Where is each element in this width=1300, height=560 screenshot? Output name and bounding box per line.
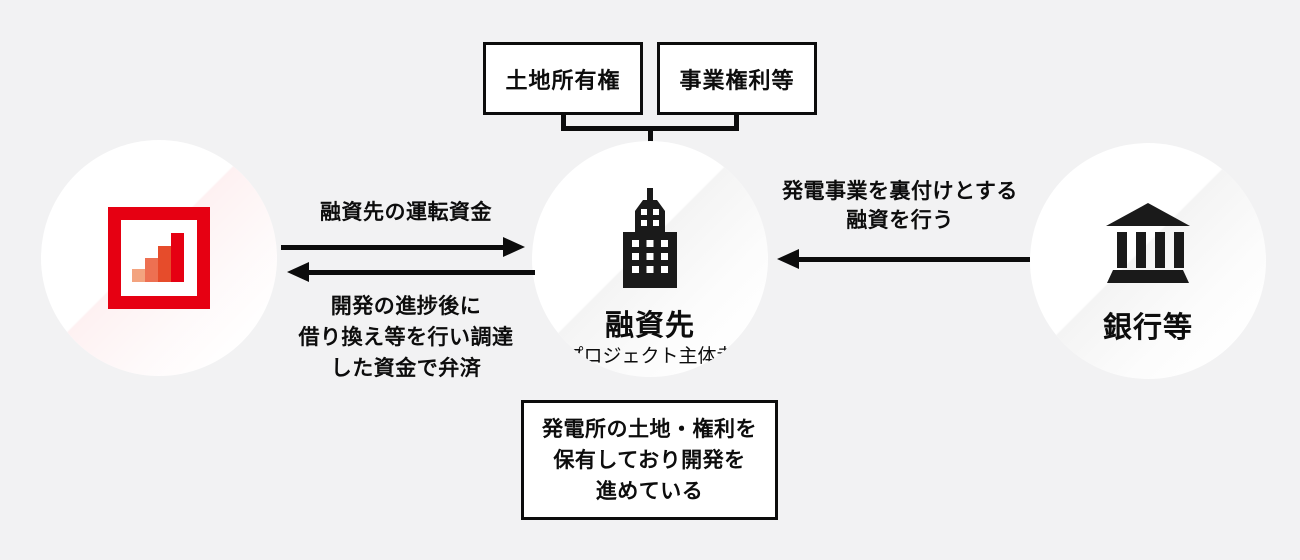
bar-chart-logo-icon: [108, 207, 210, 309]
note-line: 発電所の土地・権利を: [542, 417, 757, 441]
logo-bars: [132, 233, 184, 282]
arrow-financing-head: [777, 249, 799, 269]
connector-stub-right: [734, 112, 739, 131]
arrow-repayment-shaft: [307, 270, 535, 275]
logo-bar: [158, 246, 171, 282]
connector-stub-left: [561, 112, 566, 131]
flow-label-working-capital: 融資先の運転資金: [320, 201, 492, 224]
arrow-working-capital-head: [503, 237, 525, 257]
node-borrower-title: 融資先: [604, 310, 695, 342]
asset-box-land-ownership: 土地所有権: [483, 42, 643, 115]
note-line: 進めている: [595, 479, 704, 503]
asset-box-land-label: 土地所有権: [505, 67, 621, 93]
asset-box-rights-label: 事業権利等: [679, 67, 795, 93]
logo-bar: [145, 258, 158, 282]
arrow-financing-shaft: [797, 257, 1030, 262]
connector-drop: [648, 126, 653, 147]
logo-bar: [132, 269, 145, 282]
node-bank-title: 銀行等: [1102, 312, 1193, 344]
note-box: 発電所の土地・権利を 保有しており開発を 進めている: [521, 400, 778, 520]
asset-box-business-rights: 事業権利等: [657, 42, 817, 115]
building-icon: [623, 188, 677, 288]
flow-label-financing: 発電事業を裏付けとする 融資を行う: [782, 180, 1018, 232]
node-borrower-subtitle: （プロジェクト主体者）: [545, 346, 755, 367]
logo-bar: [171, 233, 184, 282]
flow-label-repayment: 開発の進捗後に 借り換え等を行い調達 した資金で弁済: [298, 295, 514, 380]
node-borrower-circle: 融資先 （プロジェクト主体者）: [532, 141, 768, 377]
node-company-circle: [41, 140, 277, 376]
node-bank-circle: 銀行等: [1030, 143, 1266, 379]
arrow-repayment-head: [287, 262, 309, 282]
bank-icon: [1106, 203, 1190, 283]
arrow-working-capital-shaft: [281, 245, 505, 250]
note-line: 保有しており開発を: [553, 448, 746, 472]
